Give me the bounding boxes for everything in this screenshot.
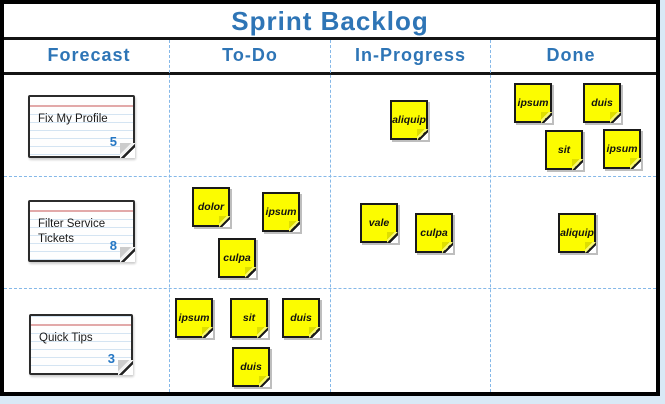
sticky-note[interactable]: sit — [230, 298, 268, 338]
sticky-note[interactable]: culpa — [218, 238, 256, 278]
folded-corner-icon — [541, 112, 552, 123]
sticky-note[interactable]: ipsum — [603, 129, 641, 169]
folded-corner-icon — [585, 242, 596, 253]
folded-corner-icon — [118, 360, 133, 375]
folded-corner-icon — [289, 221, 300, 232]
folded-corner-icon — [630, 158, 641, 169]
sticky-note[interactable]: sit — [545, 130, 583, 170]
sticky-note-label: ipsum — [178, 312, 210, 324]
sticky-note[interactable]: aliquip — [390, 100, 428, 140]
row-divider-2 — [4, 288, 656, 289]
folded-corner-icon — [417, 129, 428, 140]
column-divider-1 — [169, 40, 170, 392]
folded-corner-icon — [120, 143, 135, 158]
sticky-note-label: ipsum — [606, 143, 638, 155]
sticky-note-label: duis — [240, 361, 262, 373]
story-card[interactable]: Quick Tips 3 — [29, 314, 133, 375]
story-points-badge: 5 — [109, 134, 117, 149]
sticky-note[interactable]: aliquip — [558, 213, 596, 253]
folded-corner-icon — [442, 242, 453, 253]
column-divider-2 — [330, 40, 331, 392]
folded-corner-icon — [259, 376, 270, 387]
sticky-note[interactable]: duis — [282, 298, 320, 338]
sticky-note-label: sit — [242, 312, 256, 324]
sticky-note-label: ipsum — [517, 97, 549, 109]
folded-corner-icon — [387, 232, 398, 243]
sticky-note[interactable]: ipsum — [175, 298, 213, 338]
sticky-note-label: culpa — [420, 227, 448, 239]
sticky-note-label: culpa — [223, 252, 251, 264]
folded-corner-icon — [120, 247, 135, 262]
title-divider-line — [4, 37, 656, 40]
sticky-note-label: ipsum — [265, 206, 297, 218]
sticky-note-label: dolor — [197, 201, 225, 213]
column-divider-3 — [490, 40, 491, 392]
sticky-note-label: sit — [557, 144, 571, 156]
sprint-backlog-board: Sprint Backlog Forecast To-Do In-Progres… — [0, 0, 660, 396]
column-header-in-progress: In-Progress — [354, 45, 467, 65]
folded-corner-icon — [572, 159, 583, 170]
story-card-title: Quick Tips — [39, 332, 93, 344]
folded-corner-icon — [202, 327, 213, 338]
row-divider-1 — [4, 176, 656, 177]
sticky-note-label: aliquip — [560, 227, 594, 239]
folded-corner-icon — [219, 216, 230, 227]
sticky-note-label: duis — [591, 97, 613, 109]
column-header-done: Done — [546, 45, 596, 65]
sticky-note-label: vale — [368, 217, 390, 229]
sticky-note[interactable]: ipsum — [514, 83, 552, 123]
story-points-badge: 8 — [109, 238, 117, 253]
story-card-title: Fix My Profile — [38, 113, 108, 125]
sticky-note[interactable]: duis — [232, 347, 270, 387]
sticky-note[interactable]: vale — [360, 203, 398, 243]
sticky-note[interactable]: dolor — [192, 187, 230, 227]
sticky-note[interactable]: culpa — [415, 213, 453, 253]
sticky-note-label: duis — [290, 312, 312, 324]
sticky-note[interactable]: ipsum — [262, 192, 300, 232]
folded-corner-icon — [245, 267, 256, 278]
column-header-forecast: Forecast — [47, 45, 131, 65]
folded-corner-icon — [309, 327, 320, 338]
story-points-badge: 3 — [107, 351, 115, 366]
sticky-note[interactable]: duis — [583, 83, 621, 123]
sticky-note-label: aliquip — [392, 114, 426, 126]
board-title: Sprint Backlog — [231, 6, 429, 36]
folded-corner-icon — [610, 112, 621, 123]
column-header-todo: To-Do — [222, 45, 278, 65]
story-card-title: Filter Service Tickets — [38, 218, 106, 245]
folded-corner-icon — [257, 327, 268, 338]
